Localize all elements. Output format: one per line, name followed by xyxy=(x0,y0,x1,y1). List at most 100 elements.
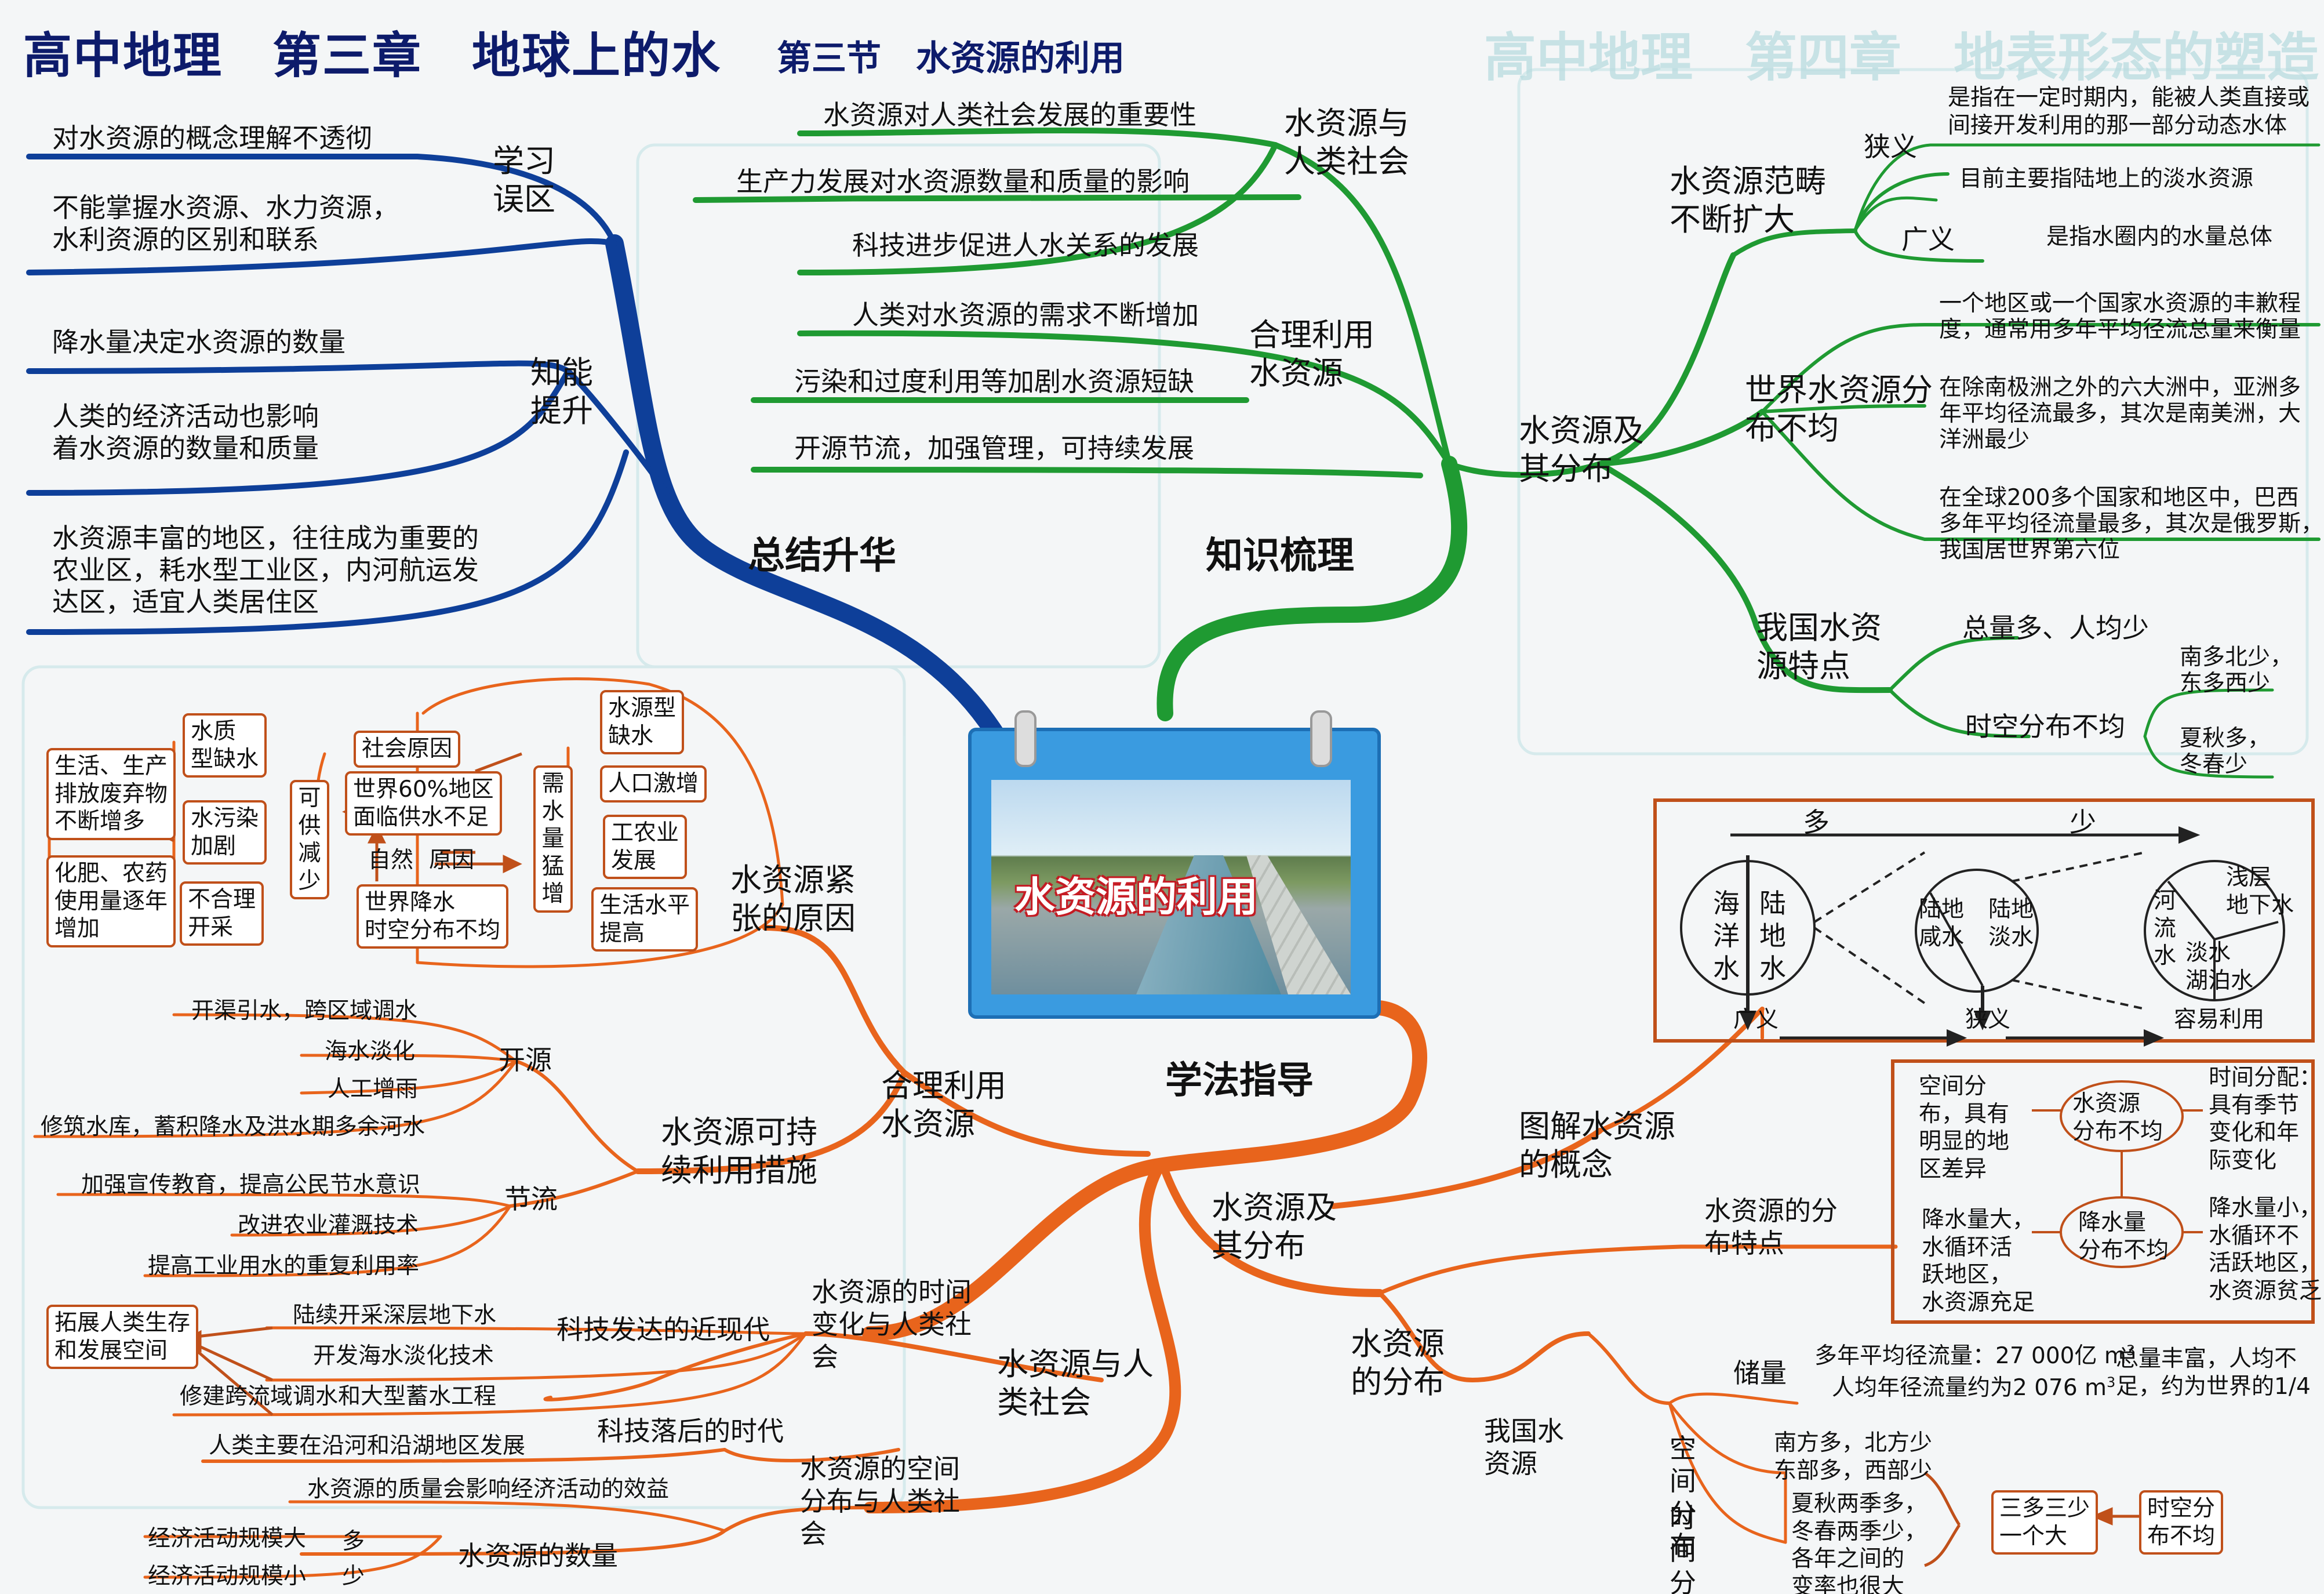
ability-item: 农业区，耗水型工业区，内河航运发 xyxy=(52,554,479,586)
feature-rain-uneven: 降水量分布不均 xyxy=(2078,1210,2169,1263)
page-title: 高中地理 第三章 地球上的水 xyxy=(23,27,722,84)
source-lack-box: 水源型缺水 xyxy=(600,690,685,755)
method-branch xyxy=(33,677,1898,1579)
feature-poor: 降水量小，水循环不活跃地区，水资源贫乏 xyxy=(2209,1195,2322,1304)
knowledge-branch xyxy=(693,128,2321,779)
broad-label: 广义 xyxy=(1901,224,1955,255)
faint-next-page-title: 高中地理 第四章 地表形态的塑造 第一节 xyxy=(1484,27,2324,88)
unreasonable-box: 不合理开采 xyxy=(180,881,264,946)
water-concept-diagram xyxy=(1653,798,2315,1047)
summary-branch xyxy=(26,154,1006,746)
social-reason: 社会原因 xyxy=(354,731,461,768)
save-item: 改进农业灌溉技术 xyxy=(238,1212,419,1239)
concept-land-fresh: 陆地淡水 xyxy=(1988,896,2034,950)
ability-item: 人类的经济活动也影响 xyxy=(52,401,319,432)
feature-spatial: 空间分布，具有明显的地区差异 xyxy=(1919,1073,2010,1182)
misunderstand-item: 不能掌握水资源、水力资源， xyxy=(52,192,399,223)
concept-land-water: 陆地水 xyxy=(1759,888,1786,985)
scale-more: 多 xyxy=(342,1528,365,1555)
calendar-ring-left xyxy=(1014,710,1036,767)
society-item: 生产力发展对水资源数量和质量的影响 xyxy=(736,166,1190,197)
scale-small: 经济活动规模小 xyxy=(148,1563,307,1589)
method-branch-label: 学法指导 xyxy=(1165,1059,1314,1102)
world-item: 一个地区或一个国家水资源的丰歉程 xyxy=(1939,291,2301,317)
storage-label: 储量 xyxy=(1733,1357,1787,1389)
open-item: 海水淡化 xyxy=(325,1039,416,1065)
save-item: 提高工业用水的重复利用率 xyxy=(148,1253,420,1279)
narrow-note: 目前主要指陆地上的淡水资源 xyxy=(1959,166,2254,192)
center-label: 水资源的利用 xyxy=(1014,873,1258,921)
faint-background-panels xyxy=(21,68,2309,1509)
misunderstand-label: 学习误区 xyxy=(493,143,555,217)
china-space: 东多西少 xyxy=(2180,670,2271,696)
time-distribution-label: 时间分配 xyxy=(1670,1502,1696,1594)
narrow-definition: 是指在一定时期内，能被人类直接或 xyxy=(1948,85,2310,111)
features-label: 水资源的分布特点 xyxy=(1704,1195,1838,1259)
ability-label: 知能提升 xyxy=(530,354,593,429)
industry-box: 工农业发展 xyxy=(603,815,688,880)
concept-land-salt: 陆地咸水 xyxy=(1919,896,1965,950)
feature-rich: 降水量大，水循环活跃地区，水资源充足 xyxy=(1922,1207,2035,1316)
calendar-ring-right xyxy=(1310,710,1332,767)
nature-label: 自然 xyxy=(368,847,414,873)
save-item: 加强宣传教育，提高公民节水意识 xyxy=(81,1172,421,1198)
concept-less: 少 xyxy=(2070,807,2096,838)
demand-surge-box: 需水量猛增 xyxy=(533,765,573,913)
society-item: 科技进步促进人水关系的发展 xyxy=(852,230,1199,261)
narrow-definition: 间接开发利用的那一部分动态水体 xyxy=(1948,112,2287,139)
ancient-item: 人类主要在沿河和沿湖地区发展 xyxy=(209,1433,526,1459)
waste-box: 生活、生产排放废弃物不断增多 xyxy=(46,748,176,840)
save-label: 节流 xyxy=(504,1183,558,1215)
concept-ocean-water: 海洋水 xyxy=(1713,888,1740,985)
feature-temporal: 时间分配：具有季节变化和年际变化 xyxy=(2209,1065,2322,1174)
rational-item: 污染和过度利用等加剧水资源短缺 xyxy=(794,366,1194,397)
scope-label: 水资源范畴不断扩大 xyxy=(1670,163,1826,238)
runoff-total: 多年平均径流量：27 000亿 m3 xyxy=(1814,1342,2136,1369)
space-distribution-label: 空间分布 xyxy=(1670,1433,1696,1562)
pollution-box: 水污染加剧 xyxy=(183,800,267,865)
world-item: 度，通常用多年平均径流总量来衡量 xyxy=(1939,317,2301,343)
method-distribution-label: 水资源及其分布 xyxy=(1212,1189,1337,1264)
uneven-box: 时空分布不均 xyxy=(2139,1490,2224,1555)
summary-branch-label: 总结升华 xyxy=(748,535,896,578)
rational-item: 人类对水资源的需求不断增加 xyxy=(852,299,1199,331)
concept-lake-water: 淡水湖泊水 xyxy=(2185,940,2254,994)
knowledge-branch-label: 知识梳理 xyxy=(1206,535,1354,578)
china-time: 冬春少 xyxy=(2180,751,2248,778)
sustainable-label: 水资源可持续利用措施 xyxy=(661,1114,817,1189)
world-item: 多年平均径流量最多，其次是俄罗斯， xyxy=(1939,511,2324,537)
world-item: 年平均径流最多，其次是南美洲，大 xyxy=(1939,401,2301,427)
world-item: 我国居世界第六位 xyxy=(1939,537,2121,563)
world-item: 洋洲最少 xyxy=(1939,427,2030,453)
section-title: 第三节 水资源的利用 xyxy=(777,38,1125,79)
ability-item: 降水量决定水资源的数量 xyxy=(52,326,345,358)
china-time: 夏秋多， xyxy=(2180,725,2271,751)
fertilizer-box: 化肥、农药使用量逐年增加 xyxy=(46,855,176,947)
space-description: 南方多，北方少东部多，西部少 xyxy=(1774,1430,1933,1484)
open-item: 修筑水库，蓄积降水及洪水期多余河水 xyxy=(41,1114,425,1140)
ancient-era-label: 科技落后的时代 xyxy=(597,1415,784,1447)
space-change-label: 水资源的空间分布与人类社会 xyxy=(800,1453,960,1550)
ability-item: 水资源丰富的地区，往往成为重要的 xyxy=(52,522,479,554)
time-change-label: 水资源的时间变化与人类社会 xyxy=(812,1276,972,1373)
rational-label: 合理利用水资源 xyxy=(1249,317,1374,391)
concept-easy-use: 容易利用 xyxy=(2174,1007,2265,1033)
expand-space-box: 拓展人类生存和发展空间 xyxy=(46,1305,199,1370)
feature-uneven: 水资源分布不均 xyxy=(2072,1091,2163,1145)
open-source-label: 开源 xyxy=(499,1044,552,1076)
scale-big: 经济活动规模大 xyxy=(148,1526,307,1552)
modern-era-label: 科技发达的近现代 xyxy=(557,1314,770,1345)
modern-item: 开发海水淡化技术 xyxy=(313,1343,494,1369)
misunderstand-item: 水利资源的区别和联系 xyxy=(52,224,319,255)
china-feature-label: 我国水资源特点 xyxy=(1756,609,1882,684)
concept-river-water: 河流水 xyxy=(2154,888,2177,970)
concept-label: 图解水资源的概念 xyxy=(1519,1108,1675,1183)
rational-item: 开源节流，加强管理，可持续发展 xyxy=(794,433,1194,464)
concept-narrow: 狭义 xyxy=(1965,1007,2011,1033)
supply-decrease-box: 可供减少 xyxy=(290,780,329,900)
ability-item: 着水资源的数量和质量 xyxy=(52,433,319,464)
china-space: 南多北少， xyxy=(2180,644,2293,670)
concept-groundwater: 浅层地下水 xyxy=(2226,865,2294,918)
